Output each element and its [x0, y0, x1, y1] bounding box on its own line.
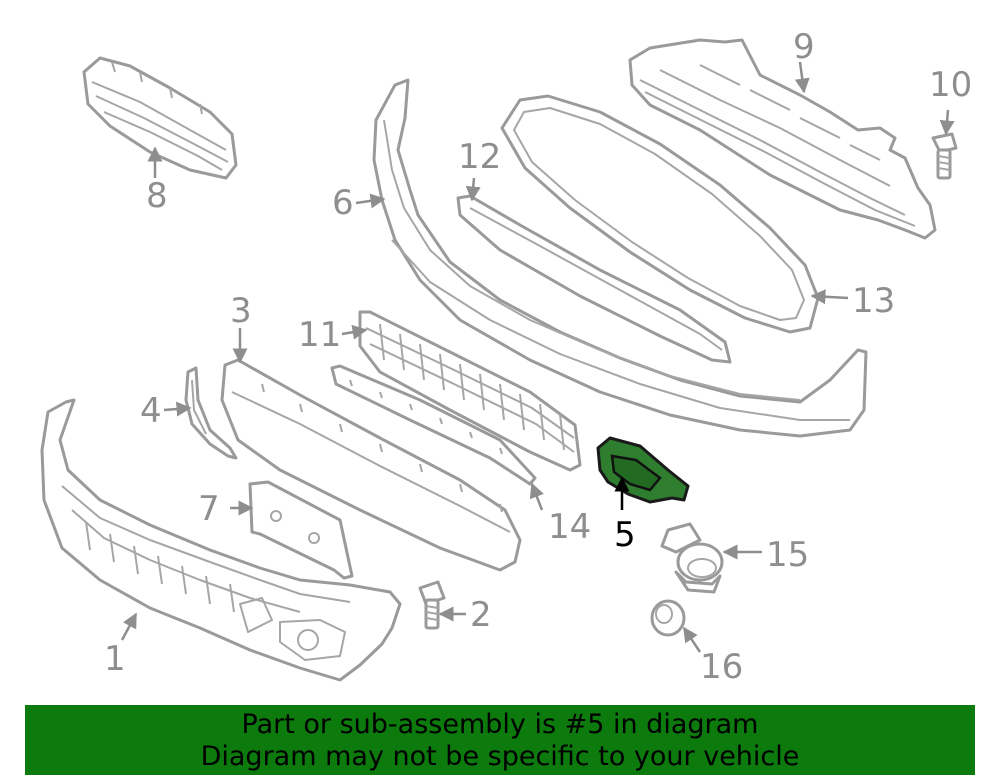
banner-line-2: Diagram may not be specific to your vehi… — [200, 741, 800, 772]
part-11-lower-grille — [358, 310, 582, 472]
callout-1: 1 — [104, 639, 126, 679]
parts-diagram: 8 9 10 6 12 13 11 3 4 7 14 5 15 2 1 16 — [40, 27, 972, 687]
callout-15: 15 — [766, 535, 809, 575]
callout-11: 11 — [298, 315, 341, 355]
part-15-sensor — [660, 522, 724, 594]
callout-14: 14 — [548, 507, 591, 547]
part-12-grille-strip — [456, 194, 732, 364]
part-7-license-plate-bracket — [248, 480, 354, 580]
part-8-side-grille — [82, 56, 238, 180]
part-14-trim-strip — [330, 364, 537, 486]
part-16-sensor-bezel — [650, 599, 686, 637]
callout-9: 9 — [793, 27, 815, 67]
callout-5: 5 — [614, 515, 636, 555]
part-13-grille-surround — [500, 94, 820, 334]
banner-line-1: Part or sub-assembly is #5 in diagram — [241, 709, 759, 740]
callout-4: 4 — [140, 391, 162, 431]
callout-13: 13 — [852, 281, 895, 321]
callout-3: 3 — [230, 291, 252, 331]
part-5-highlighted-bracket — [596, 436, 690, 504]
callout-6: 6 — [332, 183, 354, 223]
part-2-bolt — [418, 580, 446, 630]
part-9-upper-grille-frame — [628, 38, 937, 240]
leader-lines — [120, 61, 955, 653]
callout-8: 8 — [146, 176, 168, 216]
callout-labels: 8 9 10 6 12 13 11 3 4 7 14 5 15 2 1 16 — [104, 27, 972, 687]
part-3-lower-valance — [220, 358, 522, 572]
callout-2: 2 — [470, 595, 492, 635]
callout-7: 7 — [198, 489, 220, 529]
part-1-front-bumper — [40, 398, 402, 682]
part-10-bolt — [931, 132, 958, 180]
callout-16: 16 — [700, 647, 743, 687]
callout-10: 10 — [929, 65, 972, 105]
part-6-bumper-cover — [372, 78, 868, 438]
callout-12: 12 — [458, 137, 501, 177]
info-banner: Part or sub-assembly is #5 in diagram Di… — [25, 705, 975, 775]
